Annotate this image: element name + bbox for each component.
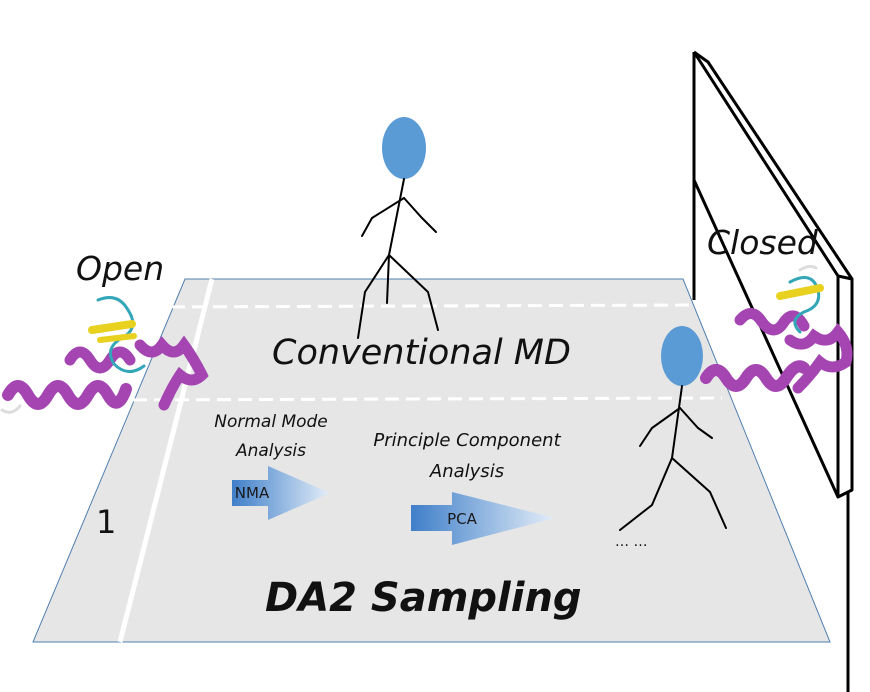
- closed-label: Closed: [707, 223, 819, 262]
- pca-title-line1: Principle Component: [373, 430, 561, 451]
- lane-line-top: [149, 303, 701, 309]
- finish-wall: [692, 50, 854, 692]
- pca-title-line2: Analysis: [429, 461, 504, 482]
- nma-arrow: NMA: [232, 466, 330, 520]
- nma-title-line2: Analysis: [235, 441, 306, 461]
- protein-ribbon-closed-icon: [700, 264, 853, 394]
- stick-figure-icon: [357, 117, 439, 339]
- ellipsis-label: … …: [615, 534, 647, 550]
- nma-arrow-label: NMA: [235, 484, 270, 502]
- lane-number: 1: [96, 503, 116, 541]
- stick-figure-icon: [619, 326, 727, 531]
- protein-ribbon-open-icon: [0, 296, 209, 414]
- nma-title-line1: Normal Mode: [214, 412, 328, 432]
- start-line: [117, 278, 215, 643]
- conventional-md-label: Conventional MD: [272, 333, 571, 373]
- lane-line-bottom: [111, 396, 723, 402]
- da2-sampling-label: DA2 Sampling: [265, 575, 582, 621]
- pca-arrow-label: PCA: [447, 510, 478, 528]
- sampling-floor: [32, 278, 831, 643]
- pca-arrow: PCA: [411, 492, 555, 545]
- open-label: Open: [76, 249, 164, 288]
